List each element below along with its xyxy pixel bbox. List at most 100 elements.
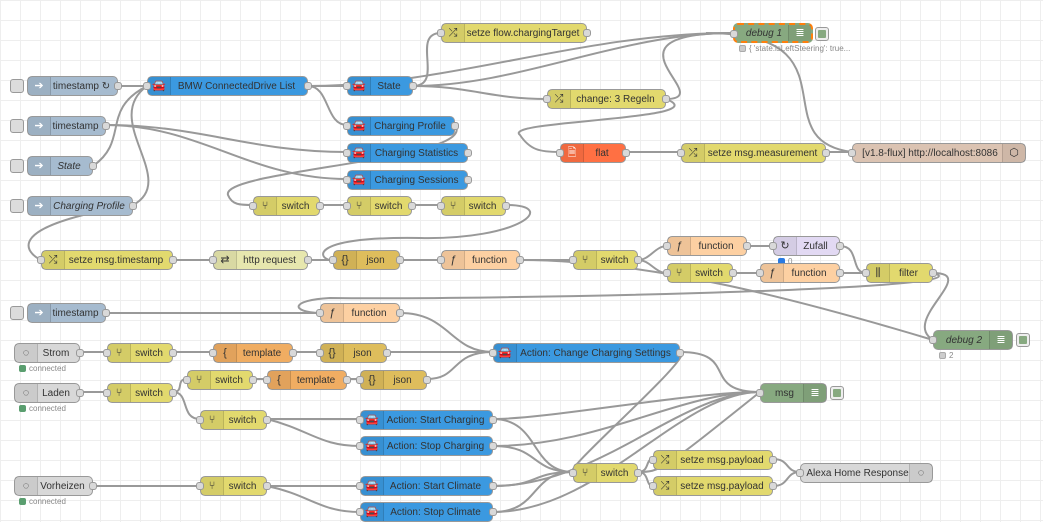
- output-port[interactable]: [489, 416, 497, 424]
- input-port[interactable]: [343, 202, 351, 210]
- output-port[interactable]: [263, 416, 271, 424]
- input-port[interactable]: [196, 482, 204, 490]
- inject-node-charging-profile[interactable]: ➔ Charging Profile: [10, 196, 137, 216]
- bmw-node-action-start-climate[interactable]: 🚘 Action: Start Climate: [356, 476, 497, 496]
- output-port[interactable]: [489, 508, 497, 516]
- input-port[interactable]: [183, 376, 191, 384]
- output-port[interactable]: [408, 202, 416, 210]
- output-port[interactable]: [622, 149, 630, 157]
- input-port[interactable]: [196, 416, 204, 424]
- input-port[interactable]: [343, 176, 351, 184]
- input-port[interactable]: [437, 29, 445, 37]
- switch-node-f[interactable]: ⑂ switch: [103, 343, 177, 363]
- input-port[interactable]: [249, 202, 257, 210]
- output-port[interactable]: [249, 376, 257, 384]
- output-port[interactable]: [729, 269, 737, 277]
- input-port[interactable]: [343, 122, 351, 130]
- change-node-setze-measurement[interactable]: ⤮ setze msg.measurement: [677, 143, 830, 163]
- random-node-zufall[interactable]: ↻ Zufall: [769, 236, 844, 256]
- output-port[interactable]: [396, 309, 404, 317]
- input-port[interactable]: [569, 469, 577, 477]
- input-port[interactable]: [329, 256, 337, 264]
- input-port[interactable]: [796, 469, 804, 477]
- bmw-node-charging-statistics[interactable]: 🚘 Charging Statistics: [343, 143, 472, 163]
- output-port[interactable]: [516, 256, 524, 264]
- output-port[interactable]: [169, 349, 177, 357]
- input-port[interactable]: [649, 482, 657, 490]
- output-port[interactable]: [76, 389, 84, 397]
- inject-node-timestamp-3[interactable]: ➔ timestamp: [10, 303, 110, 323]
- input-port[interactable]: [489, 349, 497, 357]
- http-request-node[interactable]: ⇄ http request: [209, 250, 312, 270]
- influxdb-node-localhost[interactable]: [v1.8-flux] http://localhost:8086 ⬡: [848, 143, 1026, 163]
- inject-button[interactable]: [10, 119, 24, 133]
- output-port[interactable]: [423, 376, 431, 384]
- switch-node-j[interactable]: ⑂ switch: [569, 463, 642, 483]
- function-node-3[interactable]: ƒ function: [756, 263, 844, 283]
- input-port[interactable]: [356, 416, 364, 424]
- input-port[interactable]: [343, 82, 351, 90]
- output-port[interactable]: [634, 256, 642, 264]
- output-port[interactable]: [383, 349, 391, 357]
- input-port[interactable]: [209, 349, 217, 357]
- input-port[interactable]: [437, 202, 445, 210]
- debug-node-1[interactable]: debug 1 ≣: [730, 23, 829, 43]
- input-port[interactable]: [103, 389, 111, 397]
- change-node-setze-payload-1[interactable]: ⤮ setze msg.payload: [649, 450, 777, 470]
- output-port[interactable]: [464, 149, 472, 157]
- bmw-node-connecteddrive-list[interactable]: 🚘 BMW ConnectedDrive List: [143, 76, 312, 96]
- change-node-3-regeln[interactable]: ⤮ change: 3 Regeln: [543, 89, 670, 109]
- input-port[interactable]: [343, 149, 351, 157]
- output-port[interactable]: [169, 389, 177, 397]
- output-port[interactable]: [114, 82, 122, 90]
- filter-node[interactable]: ⫼ filter: [862, 263, 937, 283]
- input-port[interactable]: [862, 269, 870, 277]
- input-port[interactable]: [316, 309, 324, 317]
- output-port[interactable]: [836, 269, 844, 277]
- input-port[interactable]: [769, 242, 777, 250]
- input-port[interactable]: [569, 256, 577, 264]
- input-port[interactable]: [209, 256, 217, 264]
- input-port[interactable]: [756, 389, 764, 397]
- input-port[interactable]: [663, 242, 671, 250]
- bmw-node-action-stop-charging[interactable]: 🚘 Action: Stop Charging: [356, 436, 497, 456]
- json-node-3[interactable]: {} json: [356, 370, 431, 390]
- debug-node-msg[interactable]: msg ≣: [756, 383, 844, 403]
- bmw-node-state[interactable]: 🚘 State: [343, 76, 417, 96]
- output-port[interactable]: [634, 469, 642, 477]
- output-port[interactable]: [836, 242, 844, 250]
- function-node-4[interactable]: ƒ function: [316, 303, 404, 323]
- switch-node-c[interactable]: ⑂ switch: [437, 196, 510, 216]
- input-port[interactable]: [356, 442, 364, 450]
- output-port[interactable]: [409, 82, 417, 90]
- alexa-node-strom[interactable]: ◌ Strom: [14, 343, 84, 363]
- alexa-home-response-node[interactable]: Alexa Home Response ◌: [796, 463, 933, 483]
- output-port[interactable]: [676, 349, 684, 357]
- output-port[interactable]: [769, 456, 777, 464]
- input-port[interactable]: [848, 149, 856, 157]
- input-port[interactable]: [437, 256, 445, 264]
- change-node-setze-flow[interactable]: ⤮ setze flow.chargingTarget: [437, 23, 591, 43]
- input-port[interactable]: [37, 256, 45, 264]
- input-port[interactable]: [756, 269, 764, 277]
- output-port[interactable]: [464, 176, 472, 184]
- json-node-2[interactable]: {} json: [316, 343, 391, 363]
- debug-toggle-button[interactable]: [1016, 333, 1030, 347]
- switch-node-g[interactable]: ⑂ switch: [103, 383, 177, 403]
- output-port[interactable]: [304, 256, 312, 264]
- output-port[interactable]: [822, 149, 830, 157]
- bmw-node-charging-profile[interactable]: 🚘 Charging Profile: [343, 116, 459, 136]
- inject-button[interactable]: [10, 79, 24, 93]
- debug-toggle-button[interactable]: [815, 27, 829, 41]
- inject-button[interactable]: [10, 159, 24, 173]
- switch-node-a[interactable]: ⑂ switch: [249, 196, 324, 216]
- input-port[interactable]: [677, 149, 685, 157]
- input-port[interactable]: [556, 149, 564, 157]
- change-node-setze-timestamp[interactable]: ⤮ setze msg.timestamp: [37, 250, 177, 270]
- inject-node-state[interactable]: ➔ State: [10, 156, 97, 176]
- output-port[interactable]: [89, 482, 97, 490]
- output-port[interactable]: [583, 29, 591, 37]
- input-port[interactable]: [356, 482, 364, 490]
- input-port[interactable]: [143, 82, 151, 90]
- json-node-1[interactable]: {} json: [329, 250, 404, 270]
